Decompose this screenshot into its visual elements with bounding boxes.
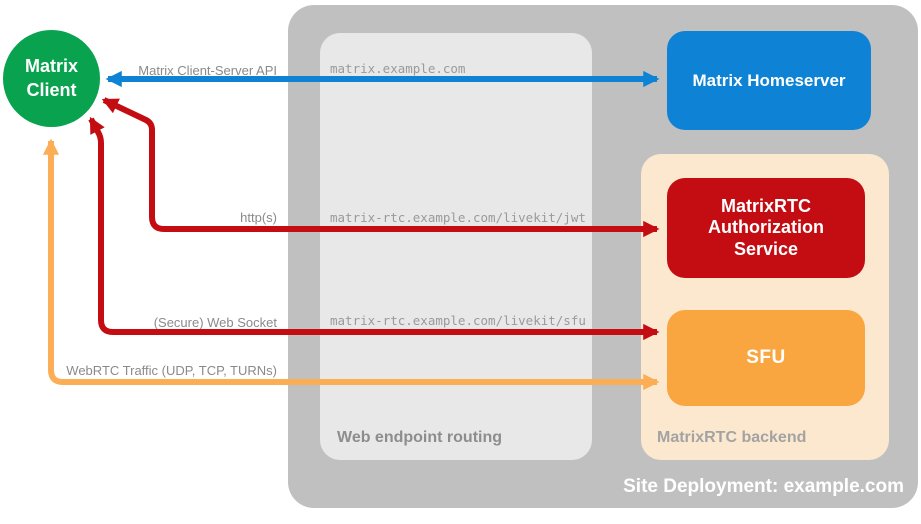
client-server-api-connection-label: Matrix Client-Server API — [138, 63, 277, 78]
matrixrtc-authorization-service-label: MatrixRTC Authorization Service — [708, 195, 824, 259]
webrtc-traffic-connection-label: WebRTC Traffic (UDP, TCP, TURNs) — [66, 363, 277, 378]
matrixrtc-authorization-service-node: MatrixRTC Authorization Service — [667, 178, 865, 278]
matrix-client-node: Matrix Client — [3, 30, 100, 127]
sfu-node: SFU — [667, 310, 865, 406]
web-endpoint-routing-label: Web endpoint routing — [337, 429, 503, 446]
web-endpoint-routing-box: Web endpoint routing — [320, 33, 592, 460]
websocket-connection-label: (Secure) Web Socket — [153, 315, 277, 330]
matrix-homeserver-label: Matrix Homeserver — [692, 70, 846, 90]
livekit-sfu-endpoint-url: matrix-rtc.example.com/livekit/sfu — [330, 313, 586, 328]
matrix-homeserver-node: Matrix Homeserver — [667, 31, 871, 130]
https-connection-label: http(s) — [240, 210, 277, 225]
matrix-client-label: Matrix Client — [24, 56, 78, 100]
homeserver-endpoint-url: matrix.example.com — [330, 61, 466, 76]
site-deployment-label: Site Deployment: example.com — [623, 476, 904, 497]
sfu-label: SFU — [746, 347, 786, 368]
livekit-jwt-endpoint-url: matrix-rtc.example.com/livekit/jwt — [330, 210, 586, 225]
matrixrtc-backend-label: MatrixRTC backend — [657, 429, 807, 446]
